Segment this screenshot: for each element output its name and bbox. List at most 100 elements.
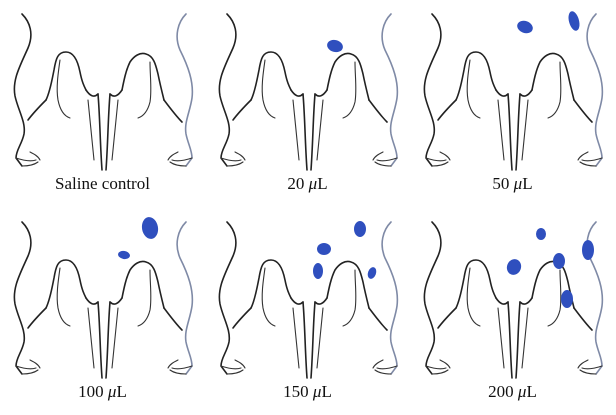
panel-20-ul: 20 μL [205,0,410,207]
tail-left-outline [303,94,307,170]
panel-caption: 150 μL [205,382,410,402]
injection-spot [117,250,130,260]
left-inner-leg-outline [28,308,46,328]
injection-spot [354,221,366,237]
caption-number: 50 [492,174,509,193]
left-hip-outline [251,52,291,100]
right-flank-outline [177,222,192,374]
tail-right-outline [106,94,110,170]
right-hip-outline [327,53,369,100]
injection-spot [366,266,378,280]
injection-spot [515,19,534,36]
right-hip-outline [122,53,164,100]
pelvic-outline [496,298,532,304]
panel-caption: 20 μL [205,174,410,194]
inner-thigh-outline [293,308,323,368]
tail-right-outline [311,302,315,378]
left-haunch-outline [467,268,480,326]
tail-left-outline [508,302,512,378]
left-haunch-outline [57,268,70,326]
injection-spot [561,290,573,308]
left-haunch-outline [262,268,275,326]
right-inner-leg-outline [574,100,592,122]
inner-thigh-outline [88,100,118,160]
left-flank-outline [424,222,441,374]
left-inner-leg-outline [233,308,251,328]
injection-spot [505,257,524,277]
caption-unit: L [522,174,532,193]
right-hip-outline [122,261,164,308]
tail-right-outline [516,302,520,378]
left-hip-outline [456,52,496,100]
injection-spot [140,216,160,240]
right-hip-outline [532,53,574,100]
tail-left-outline [508,94,512,170]
injection-spot [536,228,546,240]
pelvic-outline [86,90,122,96]
right-flank-outline [382,222,397,374]
panel-50-ul: 50 μL [410,0,615,207]
right-flank-outline [382,14,397,166]
left-haunch-outline [467,60,480,118]
pelvic-outline [86,298,122,304]
panel-caption: Saline control [0,174,205,194]
tail-right-outline [106,302,110,378]
right-flank-outline [177,14,192,166]
left-haunch-outline [262,60,275,118]
left-hip-outline [456,260,496,308]
right-hip-outline [327,261,369,308]
injection-spot [553,253,565,269]
left-flank-outline [14,14,31,166]
right-haunch-outline [548,270,561,326]
pelvic-outline [291,90,327,96]
left-flank-outline [424,14,441,166]
right-inner-leg-outline [369,100,387,122]
injection-spot [313,263,323,279]
caption-unit: L [321,382,331,401]
caption-number: 200 [488,382,514,401]
injection-spot [567,10,582,32]
right-haunch-outline [343,62,356,118]
left-inner-leg-outline [233,100,251,120]
inner-thigh-outline [498,308,528,368]
left-hip-outline [46,52,86,100]
panel-saline-control: Saline control [0,0,205,207]
left-inner-leg-outline [28,100,46,120]
caption-number: 150 [283,382,309,401]
pelvic-outline [496,90,532,96]
tail-left-outline [98,302,102,378]
panel-caption: 200 μL [410,382,615,402]
injection-spot [582,240,594,260]
tail-left-outline [98,94,102,170]
tail-left-outline [303,302,307,378]
right-flank-outline [587,14,602,166]
right-haunch-outline [138,62,151,118]
right-haunch-outline [343,270,356,326]
inner-thigh-outline [88,308,118,368]
right-inner-leg-outline [574,308,592,330]
left-haunch-outline [57,60,70,118]
panel-caption: 50 μL [410,174,615,194]
right-inner-leg-outline [164,100,182,122]
caption-unit: L [317,174,327,193]
left-hip-outline [46,260,86,308]
left-inner-leg-outline [438,100,456,120]
tail-right-outline [311,94,315,170]
panel-200-ul: 200 μL [410,208,615,415]
panel-100-ul: 100 μL [0,208,205,415]
left-hip-outline [251,260,291,308]
caption-unit: L [116,382,126,401]
left-inner-leg-outline [438,308,456,328]
pelvic-outline [291,298,327,304]
panel-caption: 100 μL [0,382,205,402]
inner-thigh-outline [293,100,323,160]
right-haunch-outline [138,270,151,326]
caption-mu: μ [514,174,523,193]
left-flank-outline [14,222,31,374]
caption-unit: L [526,382,536,401]
left-flank-outline [219,222,236,374]
right-haunch-outline [548,62,561,118]
injection-spot [317,243,331,255]
panel-150-ul: 150 μL [205,208,410,415]
